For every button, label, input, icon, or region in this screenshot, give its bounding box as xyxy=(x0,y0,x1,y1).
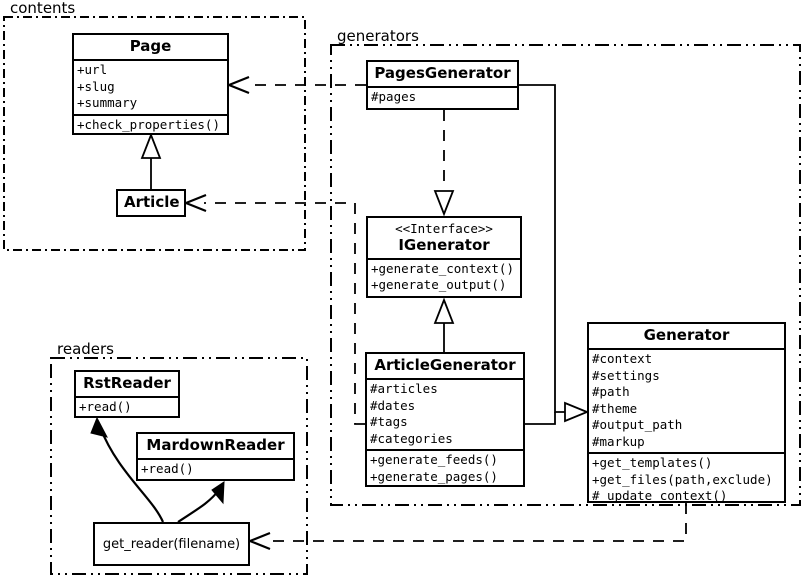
method-row: +generate_output() xyxy=(371,277,507,293)
class-name-page: Page xyxy=(129,37,172,55)
method-row: #_update_context() xyxy=(592,488,728,504)
attribute-row: #pages xyxy=(371,89,417,105)
class-attributes-pages_generator: #pages xyxy=(368,86,517,108)
attribute-row: #categories xyxy=(370,430,453,446)
method-row: +check_properties() xyxy=(77,116,220,132)
attribute-row: +summary xyxy=(77,95,138,111)
method-row: +read() xyxy=(79,399,132,415)
attribute-row: #output_path xyxy=(592,417,683,433)
edge-articlegenerator-generalization-generator xyxy=(525,412,556,425)
class-methods-generator: +get_templates()+get_files(path,exclude)… xyxy=(589,452,784,507)
function-label-get_reader: get_reader(filename) xyxy=(102,536,241,552)
class-box-pages_generator[interactable]: PagesGenerator #pages xyxy=(366,60,519,110)
package-readers-label: readers xyxy=(57,340,114,358)
package-generators-label: generators xyxy=(337,27,419,45)
method-row: +generate_feeds() xyxy=(370,452,498,468)
class-box-rst_reader[interactable]: RstReader +read() xyxy=(74,370,180,418)
class-name-rst_reader: RstReader xyxy=(83,374,171,392)
class-box-igenerator[interactable]: <<Interface>>IGenerator+generate_context… xyxy=(366,216,522,298)
method-row: +generate_context() xyxy=(371,260,514,276)
attribute-row: #theme xyxy=(592,400,638,416)
edge-pagesgenerator-realization-igenerator xyxy=(433,110,455,217)
edge-article-generalization-page xyxy=(140,132,162,189)
class-box-generator[interactable]: Generator #context#settings#path#theme#ou… xyxy=(587,322,786,503)
package-border-contents xyxy=(3,16,306,251)
edge-getreader-creates-mardownreader xyxy=(177,481,225,523)
attribute-row: #dates xyxy=(370,397,416,413)
package-contents-label: contents xyxy=(10,0,76,17)
class-name-article: Article xyxy=(124,193,180,211)
class-methods-mardown_reader: +read() xyxy=(138,458,293,480)
class-title-igenerator: IGenerator xyxy=(398,235,490,254)
function-box-get_reader[interactable]: get_reader(filename) xyxy=(93,522,250,566)
edge-articlegenerator-dependency-article xyxy=(185,193,365,425)
edge-getreader-creates-rstreader xyxy=(90,416,165,523)
method-row: +get_files(path,exclude) xyxy=(592,471,773,487)
package-border-readers xyxy=(50,357,308,575)
edge-pagesgenerator-generalization-generator xyxy=(519,84,590,423)
edge-pagesgenerator-dependency-page xyxy=(228,75,366,95)
method-row: +generate_pages() xyxy=(370,468,498,484)
class-methods-igenerator: +generate_context()+generate_output() xyxy=(368,257,520,296)
class-name-article_generator: ArticleGenerator xyxy=(374,356,516,374)
class-name-mardown_reader: MardownReader xyxy=(146,436,285,454)
package-border-generators xyxy=(330,44,801,506)
class-attributes-article_generator: #articles#dates#tags#categories xyxy=(367,378,523,449)
attribute-row: #settings xyxy=(592,367,660,383)
edge-generator-dependency-getreader xyxy=(249,503,687,551)
class-name-igenerator: <<Interface>>IGenerator xyxy=(368,218,520,258)
class-attributes-page: +url+slug+summary xyxy=(74,59,227,114)
class-box-page[interactable]: Page +url+slug+summary +check_properties() xyxy=(72,33,229,135)
class-box-article_generator[interactable]: ArticleGenerator #articles#dates#tags#cat… xyxy=(365,352,525,487)
class-methods-page: +check_properties() xyxy=(74,113,227,136)
class-name-generator: Generator xyxy=(643,326,730,344)
class-attributes-generator: #context#settings#path#theme#output_path… xyxy=(589,348,784,452)
attribute-row: #articles xyxy=(370,381,438,397)
method-row: +get_templates() xyxy=(592,455,713,471)
attribute-row: +url xyxy=(77,62,108,78)
attribute-row: #markup xyxy=(592,433,645,449)
class-stereotype-igenerator: <<Interface>> xyxy=(395,221,493,236)
class-methods-rst_reader: +read() xyxy=(76,396,178,418)
edge-articlegenerator-generalization-igenerator xyxy=(433,297,455,352)
class-methods-article_generator: +generate_feeds()+generate_pages() xyxy=(367,449,523,487)
method-row: +read() xyxy=(141,461,194,477)
attribute-row: #path xyxy=(592,384,630,400)
class-name-pages_generator: PagesGenerator xyxy=(374,64,511,82)
attribute-row: +slug xyxy=(77,78,115,94)
attribute-row: #context xyxy=(592,351,653,367)
class-box-mardown_reader[interactable]: MardownReader +read() xyxy=(136,432,295,481)
class-box-article[interactable]: Article xyxy=(116,189,186,217)
attribute-row: #tags xyxy=(370,414,408,430)
